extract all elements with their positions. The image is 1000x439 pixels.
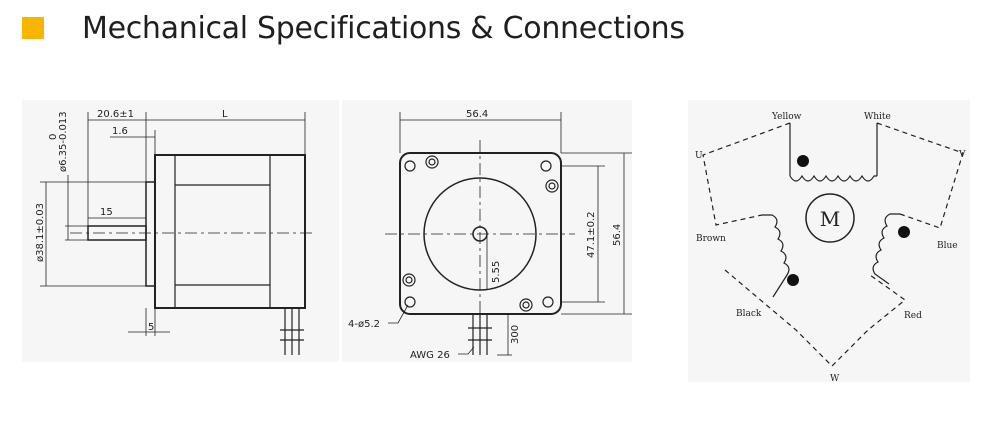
side-view-labels: 20.6±1 L 1.6 0 ø6.35-0.013 15 ø38.1±0.03… [35,109,228,333]
dim-rear: 5 [148,322,154,333]
polarity-dot [797,155,809,167]
coil-top [789,174,877,182]
mount-hole-inner [405,276,413,284]
side-view-drawing [40,112,315,355]
wire-label-black: Black [736,309,762,319]
wire-label-u: U [695,151,703,161]
side-view-panel [22,100,339,362]
polarity-dot [898,226,910,238]
wiring-diagram [702,122,964,367]
section-header: Mechanical Specifications & Connections [22,8,685,48]
dim-width: 56.4 [466,109,488,120]
coil-left [762,214,790,298]
dim-lead-length: 300 [510,325,521,344]
dim-flat: 5.55 [491,261,502,283]
wire-path-right [876,122,964,229]
dim-body-length: L [222,109,228,120]
dim-hole-spacing: 47.1±0.2 [586,211,597,258]
dim-flat-top: 0 [48,134,59,140]
wire-label-v: V [958,150,966,160]
coil-polarity-dots [787,155,910,286]
mount-hole [404,296,416,308]
mount-hole [425,155,439,169]
wire-path-left [702,122,791,226]
section-accent-square [22,17,44,39]
mount-hole-inner [548,182,556,190]
mount-hole [542,296,554,308]
leader-line [458,346,475,355]
dim-flat-length: 15 [100,207,113,218]
wire-label-yellow: Yellow [771,112,802,122]
wire-label-white: White [864,112,891,122]
mount-hole [545,179,559,193]
wire-label-w: W [830,374,840,384]
mount-hole [404,160,416,172]
wire-label-red: Red [904,311,922,321]
mount-hole [519,298,533,312]
mount-hole [402,273,416,287]
dim-holes: 4-ø5.2 [348,319,380,330]
motor-label: M [820,207,840,231]
dim-shaft-length: 20.6±1 [97,109,134,120]
mount-hole-inner [428,158,436,166]
lead-gauge: AWG 26 [410,350,450,361]
leader-line [388,304,409,324]
dim-boss-dia: ø38.1±0.03 [35,203,46,262]
wiring-panel [688,100,970,382]
mount-hole-inner [522,301,530,309]
wiring-labels: M Yellow White U V Brown Blue Black Red … [695,112,966,384]
dim-flange: 1.6 [112,126,128,137]
wire-label-brown: Brown [696,234,726,244]
front-view-drawing [385,112,632,356]
polarity-dot [787,274,799,286]
section-title: Mechanical Specifications & Connections [82,10,685,46]
dim-height: 56.4 [612,224,623,246]
mount-hole [540,160,552,172]
front-view-labels: 56.4 47.1±0.2 56.4 5.55 4-ø5.2 300 AWG 2… [348,109,623,361]
wire-label-blue: Blue [937,241,958,251]
dim-shaft-dia: ø6.35-0.013 [58,111,69,172]
coil-right [872,213,900,285]
motor-symbol [805,193,855,243]
